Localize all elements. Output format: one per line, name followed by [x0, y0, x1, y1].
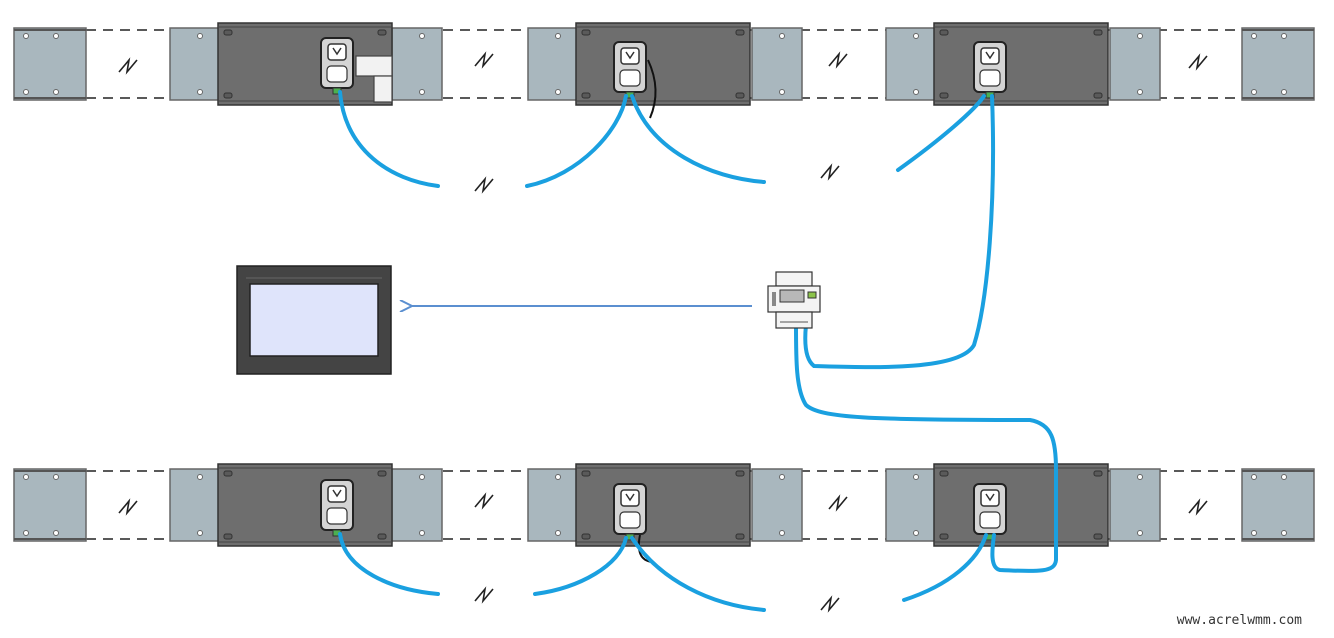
break-mark-icon: [820, 597, 840, 611]
break-mark-icon: [474, 494, 494, 508]
break-mark-icon: [828, 496, 848, 510]
watermark-url: www.acrelwmm.com: [1176, 613, 1302, 628]
break-mark-icon: [474, 53, 494, 67]
break-mark-icon: [118, 500, 138, 514]
break-mark-icon: [1188, 55, 1208, 69]
break-mark-icon: [118, 59, 138, 73]
sensor-icon: [973, 483, 1007, 541]
busway-row-bottom: [13, 463, 1315, 547]
display-screen-icon: [236, 265, 392, 375]
break-mark-icon: [474, 178, 494, 192]
sensor-icon: [320, 479, 354, 537]
break-mark-icon: [820, 165, 840, 179]
break-mark-icon: [1188, 500, 1208, 514]
break-mark-icon: [828, 53, 848, 67]
busway-row-top: [13, 22, 1315, 106]
signal-cables: [338, 90, 1058, 612]
sensor-icon: [973, 41, 1007, 99]
sensor-icon: [613, 483, 647, 541]
break-mark-icon: [474, 588, 494, 602]
sensor-icon: [320, 37, 354, 95]
sensor-icon: [613, 41, 647, 99]
gateway-icon: [767, 271, 821, 329]
